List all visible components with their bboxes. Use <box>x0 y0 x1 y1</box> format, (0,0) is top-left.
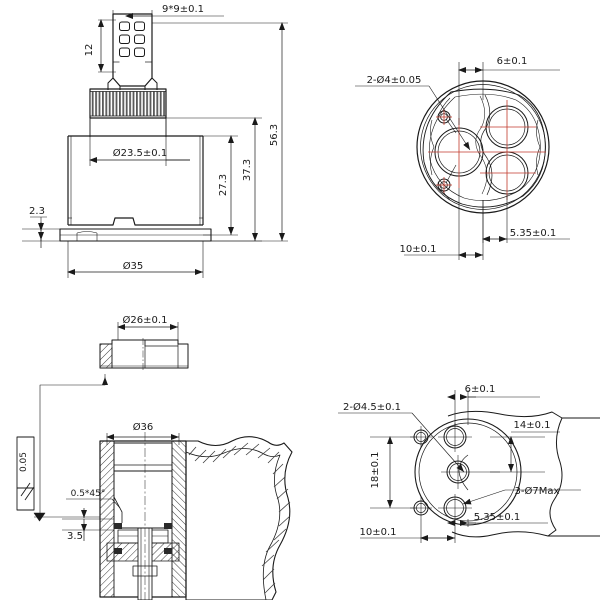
dim-label-pitch-18: 18±0.1 <box>370 451 381 488</box>
dim-offset-6 <box>458 62 560 125</box>
dim-body-diameter <box>67 241 204 278</box>
dim-height-27-3 <box>203 135 238 236</box>
centerlines-top-plan <box>428 100 546 200</box>
dim-step-3-5 <box>62 508 114 541</box>
dim-chamfer <box>66 498 121 509</box>
dim-label-two-hole-dia-45: 2-Ø4.5±0.1 <box>343 401 401 413</box>
dim-label-height-27-3: 27.3 <box>218 174 229 196</box>
dim-label-base-thickness: 2.3 <box>29 206 45 217</box>
section-housing <box>99 432 187 600</box>
valve-body <box>67 118 204 226</box>
dim-label-seat-bore-diameter: Ø26±0.1 <box>123 314 168 326</box>
dim-housing-diameter <box>106 433 180 445</box>
knurled-cap <box>89 88 167 119</box>
dim-height-56-3 <box>152 22 288 242</box>
dim-label-offset-5-35b: 5.35±0.1 <box>474 512 521 523</box>
stem-head <box>112 13 153 87</box>
dim-label-two-hole-dia: 2-Ø4±0.05 <box>367 74 422 86</box>
leader-two-hole-dia <box>355 85 471 184</box>
dim-offset-10b <box>360 519 456 543</box>
leader-two-hole-dia-45 <box>338 412 465 473</box>
dim-label-offset-10: 10±0.1 <box>399 244 436 255</box>
dim-stem-width <box>112 10 224 24</box>
dim-label-step-3-5: 3.5 <box>67 531 83 542</box>
dim-label-housing-diameter: Ø36 <box>133 421 154 433</box>
base-flange <box>59 228 212 242</box>
leader-port-7max <box>462 489 581 505</box>
dim-label-port-7max: 3-Ø7Max <box>515 485 560 497</box>
view-bottom-plan <box>338 390 600 543</box>
dim-offset-5-35b <box>447 519 548 527</box>
dim-label-cap-diameter: Ø23.5±0.1 <box>113 147 167 159</box>
dim-label-offset-6: 6±0.1 <box>497 56 528 67</box>
dim-label-height-37-3: 37.3 <box>242 159 253 181</box>
dim-label-offset-6b: 6±0.1 <box>465 384 496 395</box>
dim-label-stem-width: 9*9±0.1 <box>162 4 204 15</box>
dim-offset-5-35 <box>482 195 570 243</box>
stem-neck <box>107 77 158 90</box>
view-front-elevation <box>22 10 288 278</box>
parallelism-callout <box>16 436 100 522</box>
dim-offset-10 <box>404 188 484 260</box>
dim-label-stem-height: 12 <box>84 44 95 57</box>
dim-base-thickness <box>22 216 68 248</box>
dim-label-offset-5-35: 5.35±0.1 <box>510 228 557 239</box>
detail-seat-ring <box>39 322 189 517</box>
dim-stem-height <box>98 19 116 73</box>
dim-offset-14 <box>490 431 560 473</box>
deck-outline <box>447 410 600 538</box>
view-top-plan <box>355 62 570 260</box>
faucet-body-section <box>185 436 293 600</box>
dim-cap-diameter <box>89 118 190 166</box>
dim-label-offset-14: 14±0.1 <box>513 420 550 431</box>
dim-label-offset-10b: 10±0.1 <box>359 527 396 538</box>
dim-label-body-diameter: Ø35 <box>123 260 144 272</box>
dim-label-height-56-3: 56.3 <box>269 124 280 146</box>
dim-offset-6b <box>447 390 540 427</box>
view-section <box>16 322 293 600</box>
dim-pitch-18 <box>370 436 416 509</box>
